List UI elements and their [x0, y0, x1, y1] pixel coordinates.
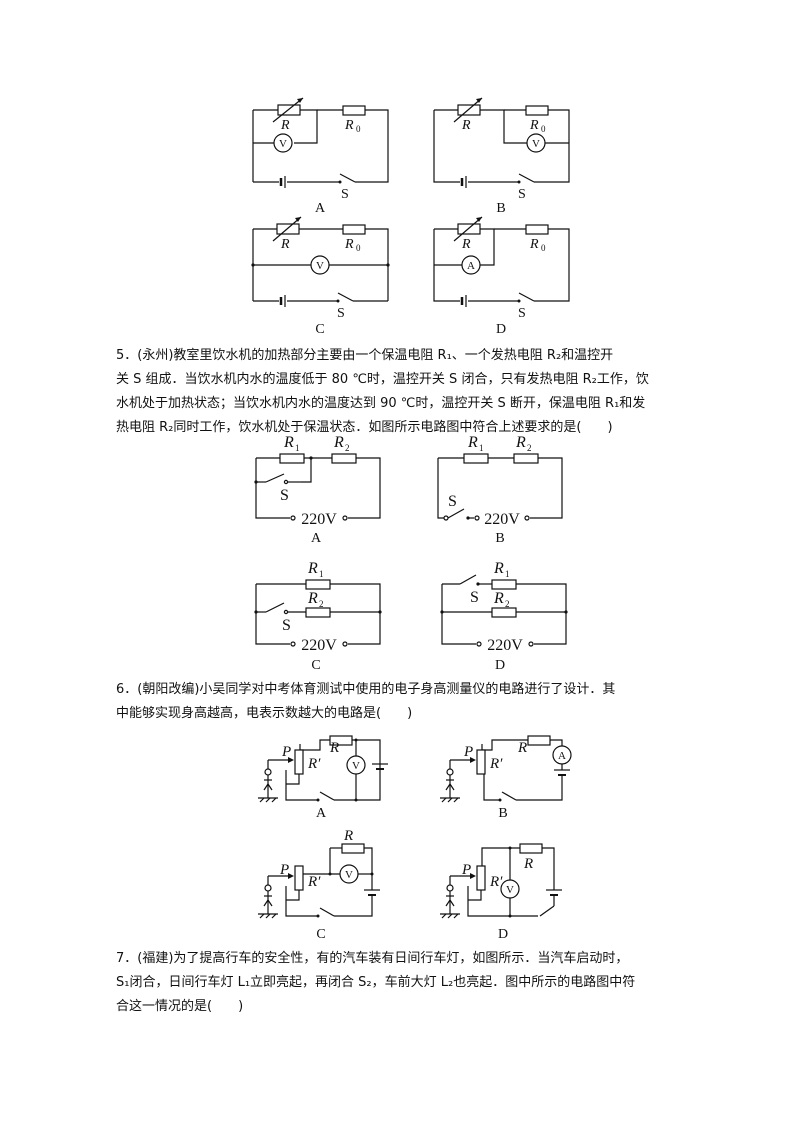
q6-option-b: B [498, 806, 508, 821]
q4-circuit-a: V R R 0 S [252, 97, 389, 202]
q6-circuit-b: P R R′ A [440, 735, 572, 803]
q4-option-d: D [495, 322, 507, 337]
q6-option-a: A [315, 806, 327, 821]
svg-text:S: S [470, 589, 479, 606]
svg-text:R: R [523, 856, 533, 872]
svg-text:V: V [316, 260, 324, 272]
svg-text:R′: R′ [307, 874, 321, 890]
svg-text:R: R [493, 590, 504, 607]
q4-circuit-b: V R R 0 S [433, 97, 570, 202]
q5-circuit-c: R 1 R 2 S 220V [254, 560, 382, 654]
svg-text:R: R [329, 740, 339, 756]
svg-text:S: S [448, 493, 457, 510]
svg-text:S: S [518, 187, 526, 202]
svg-text:0: 0 [356, 124, 361, 134]
svg-text:P: P [463, 744, 473, 760]
svg-text:1: 1 [295, 443, 300, 453]
svg-text:V: V [352, 760, 360, 772]
svg-text:R: R [461, 237, 471, 252]
svg-text:R: R [515, 434, 526, 451]
svg-text:R: R [333, 434, 344, 451]
svg-text:S: S [518, 306, 526, 321]
q6-option-c: C [316, 927, 326, 942]
question-6-text: 6．(朝阳改编)小吴同学对中考体育测试中使用的电子身高测量仪的电路进行了设计．其… [116, 682, 616, 721]
svg-text:R: R [344, 118, 354, 133]
svg-text:220V: 220V [484, 511, 520, 528]
q6-circuit-c: P R R′ V [258, 828, 380, 919]
q5-option-a: A [310, 531, 322, 546]
q4-option-b: B [496, 201, 506, 216]
ammeter-label: A [467, 260, 475, 272]
svg-text:S: S [341, 187, 349, 202]
svg-text:R: R [461, 118, 471, 133]
svg-text:1: 1 [479, 443, 484, 453]
svg-text:R: R [493, 560, 504, 577]
q6-circuit-a: P R R′ V [258, 735, 388, 803]
q6-option-d: D [497, 927, 509, 942]
svg-text:0: 0 [356, 243, 361, 253]
svg-text:R: R [343, 828, 353, 844]
q4-option-a: A [314, 201, 326, 216]
svg-text:R: R [307, 590, 318, 607]
svg-text:R: R [283, 434, 294, 451]
svg-text:R: R [280, 237, 290, 252]
q5-circuit-d: R 1 R 2 S 220V [440, 560, 568, 654]
svg-text:R: R [280, 118, 290, 133]
q4-circuit-c: V R R 0 S [251, 216, 390, 321]
q4-option-c: C [315, 322, 325, 337]
svg-text:V: V [506, 884, 514, 896]
svg-text:R: R [467, 434, 478, 451]
q5-option-b: B [495, 531, 505, 546]
svg-text:P: P [281, 744, 291, 760]
svg-text:R: R [529, 118, 539, 133]
svg-text:R: R [517, 740, 527, 756]
svg-text:0: 0 [541, 243, 546, 253]
svg-text:P: P [279, 862, 289, 878]
svg-text:R: R [307, 560, 318, 577]
question-7-text: 7．(福建)为了提高行车的安全性，有的汽车装有日间行车灯，如图所示．当汽车启动时… [116, 951, 636, 1014]
question-5-text: 5．(永州)教室里饮水机的加热部分主要由一个保温电阻 R₁、一个发热电阻 R₂和… [116, 348, 649, 435]
svg-text:1: 1 [319, 569, 324, 579]
voltmeter-label: V [279, 138, 287, 150]
svg-text:1: 1 [505, 569, 510, 579]
q5-circuit-b: R 1 R 2 S 220V [437, 434, 563, 528]
svg-text:220V: 220V [487, 637, 523, 654]
svg-text:2: 2 [505, 599, 510, 609]
svg-text:220V: 220V [301, 637, 337, 654]
svg-text:P: P [461, 862, 471, 878]
svg-text:2: 2 [319, 599, 324, 609]
svg-text:R′: R′ [307, 756, 321, 772]
svg-text:R: R [344, 237, 354, 252]
svg-text:V: V [345, 869, 353, 881]
q6-circuit-d: P R R′ V [440, 843, 562, 919]
svg-text:V: V [532, 138, 540, 150]
svg-text:R′: R′ [489, 756, 503, 772]
svg-text:S: S [337, 306, 345, 321]
svg-text:A: A [558, 750, 566, 762]
svg-text:R: R [529, 237, 539, 252]
svg-text:S: S [280, 487, 289, 504]
svg-text:2: 2 [345, 443, 350, 453]
svg-text:S: S [282, 617, 291, 634]
svg-text:0: 0 [541, 124, 546, 134]
q5-option-c: C [311, 658, 321, 673]
q5-option-d: D [494, 658, 506, 673]
q4-circuit-d: A R R 0 S [433, 216, 570, 321]
svg-text:2: 2 [527, 443, 532, 453]
svg-text:R′: R′ [489, 874, 503, 890]
q5-circuit-a: R 1 R 2 S 220V [254, 434, 381, 528]
svg-text:220V: 220V [301, 511, 337, 528]
